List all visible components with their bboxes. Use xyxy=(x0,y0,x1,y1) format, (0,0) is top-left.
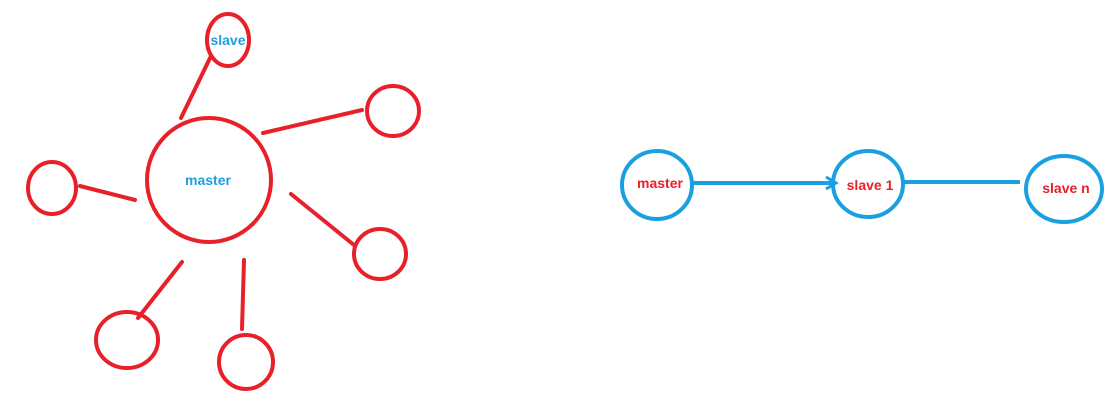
star-slave-node-lower-right xyxy=(352,227,408,281)
star-link-bottom xyxy=(240,258,246,331)
chain-master-node xyxy=(620,149,694,221)
star-slave-node-upper-right xyxy=(365,84,421,138)
star-master-node xyxy=(145,116,273,244)
star-slave-node-lower-left xyxy=(94,310,160,370)
star-slave-node-top xyxy=(205,12,251,68)
chain-slaven-label: slave n xyxy=(1042,180,1089,196)
chain-arrow-head xyxy=(825,175,839,191)
star-slave-node-left xyxy=(26,160,78,216)
star-link-upper-right xyxy=(261,108,364,135)
star-slave-node-bottom xyxy=(217,333,275,391)
star-master-label: master xyxy=(185,172,231,188)
chain-master-label: master xyxy=(637,175,683,191)
star-link-lower-left xyxy=(136,260,184,320)
star-topology: master slave xyxy=(26,12,421,391)
star-link-top xyxy=(179,54,213,120)
chain-slave1-node xyxy=(831,149,905,219)
chain-topology: master slave 1 slave n xyxy=(620,149,1104,224)
chain-slave1-label: slave 1 xyxy=(847,177,894,193)
star-link-left xyxy=(78,184,137,202)
star-link-lower-right xyxy=(289,192,356,247)
star-slave-label: slave xyxy=(210,32,245,48)
chain-slaven-node xyxy=(1024,154,1104,224)
